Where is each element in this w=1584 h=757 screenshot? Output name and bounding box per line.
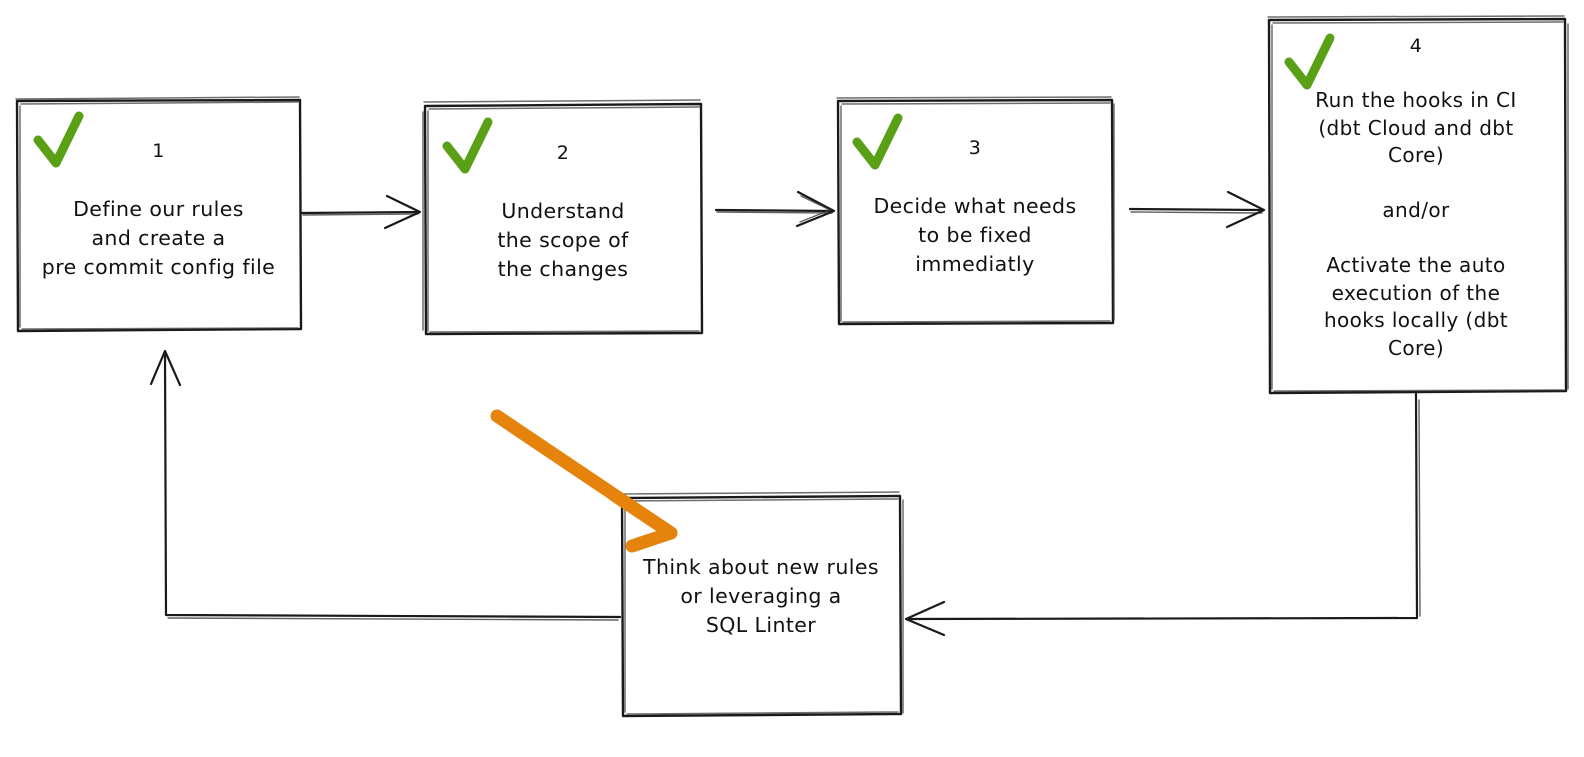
arrow-2-to-3-stroke [714, 190, 836, 228]
node-2-shape [422, 99, 704, 336]
check-mark-icon-node-1 [33, 111, 84, 168]
node-4-shape [1267, 15, 1569, 395]
node-3-number: 3 [968, 137, 982, 159]
node-4-text: Run the hooks in CI (dbt Cloud and dbt C… [1315, 88, 1517, 360]
node-3-shape [836, 96, 1115, 326]
node-5-text: Think about new rules or leveraging a SQ… [643, 555, 879, 637]
node-4-number: 4 [1409, 35, 1423, 57]
node-2-text: Understand the scope of the changes [497, 199, 629, 281]
node-1-shape [15, 96, 303, 333]
check-mark-icon-node-3 [852, 113, 903, 170]
arrow-4-to-5-stroke [904, 392, 1421, 637]
node-5[interactable]: Think about new rules or leveraging a SQ… [621, 496, 901, 716]
check-mark-icon-node-4 [1284, 33, 1335, 90]
arrow-5-to-1-stroke [149, 349, 622, 621]
node-4[interactable]: 4 Run the hooks in CI (dbt Cloud and dbt… [1267, 19, 1565, 393]
arrow-1-to-2-stroke [300, 194, 422, 230]
arrow-3-to-4-stroke [1128, 190, 1266, 229]
node-1-text: Define our rules and create a pre commit… [41, 197, 276, 279]
node-3-text: Decide what needs to be fixed immediatly [873, 194, 1077, 276]
node-1[interactable]: 1 Define our rules and create a pre comm… [16, 100, 301, 331]
node-3[interactable]: 3 Decide what needs to be fixed immediat… [837, 99, 1113, 324]
node-1-number: 1 [152, 140, 165, 162]
orange-pointer-arrow-stroke [490, 409, 678, 553]
node-2-number: 2 [556, 142, 570, 164]
node-5-shape [620, 491, 904, 718]
check-mark-icon-node-2 [442, 117, 493, 174]
node-2[interactable]: 2 Understand the scope of the changes [424, 104, 702, 334]
